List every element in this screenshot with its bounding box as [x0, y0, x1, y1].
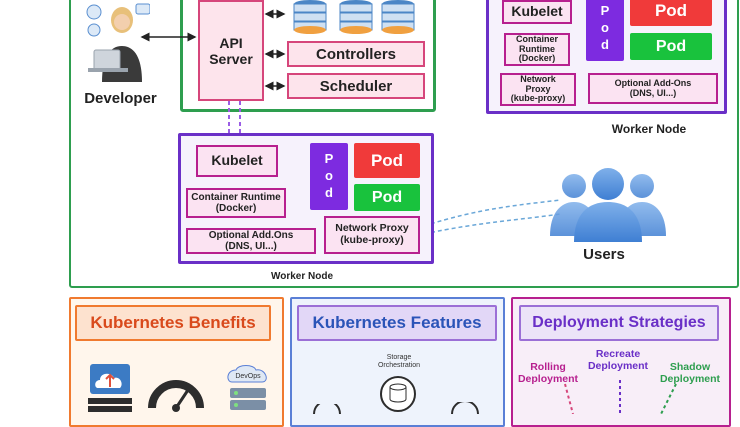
arrows-layer [140, 9, 561, 235]
control-plane-frame [180, 0, 436, 112]
developer-avatar [86, 3, 150, 82]
pod-letter: o [325, 168, 333, 184]
devops-label: DevOps [235, 373, 261, 380]
worker-node-label: Worker Node [270, 271, 334, 282]
shadow-deployment-label: Shadow Deployment [659, 361, 721, 386]
speedometer-icon [148, 380, 204, 412]
pod-letter: P [324, 151, 334, 167]
pod-letter: d [601, 36, 609, 52]
users-icon [550, 168, 666, 242]
database-icon [293, 0, 327, 34]
worker-node-label: Worker Node [611, 122, 687, 136]
feature-icon [451, 402, 479, 414]
pod-green: Pod [354, 184, 420, 211]
network-proxy-box: Network Proxy (kube-proxy) [500, 73, 576, 106]
developer-label: Developer [84, 90, 157, 107]
feature-icon [313, 404, 341, 414]
container-runtime-box: Container Runtime (Docker) [186, 188, 286, 218]
storage-orchestration-label: Storage Orchestration [377, 354, 421, 370]
pod-letter: P [600, 3, 610, 19]
database-icons [293, 0, 415, 34]
pod-vertical: P o d [586, 0, 624, 61]
container-runtime-box: Container Runtime (Docker) [504, 33, 570, 66]
proxy-users-link [423, 213, 561, 235]
features-title: Kubernetes Features [297, 305, 497, 341]
pod-vertical: P o d [310, 143, 348, 210]
addons-box: Optional Add-Ons (DNS, UI...) [588, 73, 718, 104]
users-label: Users [583, 246, 625, 263]
devops-server-icon [227, 365, 267, 410]
strategies-title: Deployment Strategies [519, 305, 719, 341]
proxy-users-link [423, 199, 561, 227]
pod-green: Pod [630, 33, 712, 60]
pod-red: Pod [630, 0, 712, 26]
scheduler-box: Scheduler [287, 73, 425, 99]
storage-icon [380, 376, 416, 412]
cloud-upload-icon [88, 364, 132, 412]
network-proxy-box: Network Proxy (kube-proxy) [324, 216, 420, 254]
controllers-box: Controllers [287, 41, 425, 67]
rolling-deployment-label: Rolling Deployment [517, 361, 579, 386]
addons-box: Optional Add.Ons (DNS, UI...) [186, 228, 316, 254]
pod-letter: d [325, 184, 333, 200]
database-icon [339, 0, 373, 34]
database-icon [381, 0, 415, 34]
strategy-connectors [564, 380, 677, 414]
pod-letter: o [601, 20, 609, 36]
kubelet-box: Kubelet [502, 0, 572, 24]
recreate-deployment-label: Recreate Deployment [587, 348, 649, 373]
pod-red: Pod [354, 143, 420, 178]
benefits-title: Kubernetes Benefits [75, 305, 271, 341]
kubelet-box: Kubelet [196, 145, 278, 177]
cluster-frame [69, 0, 739, 288]
api-server-box: API Server [198, 0, 264, 101]
